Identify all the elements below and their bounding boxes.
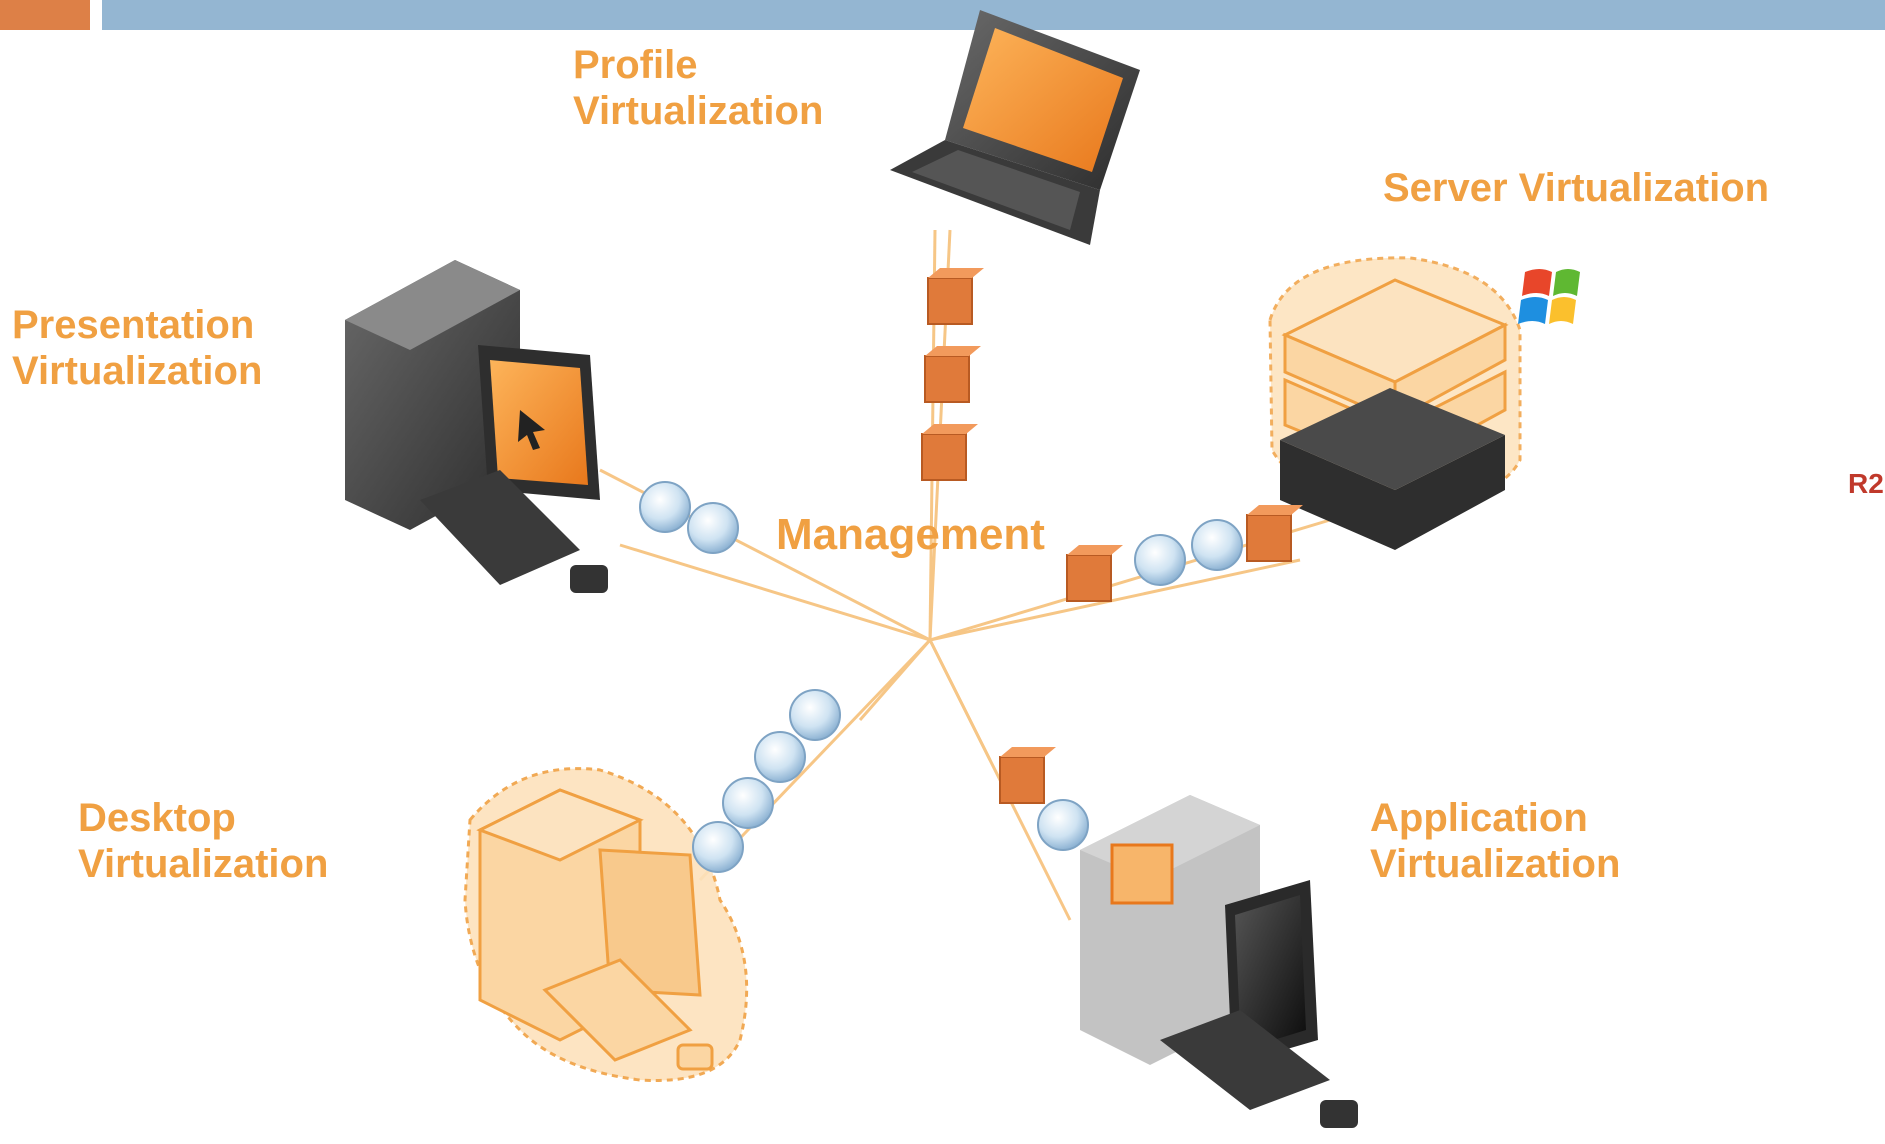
label-desktop-virtualization: Desktop Virtualization	[78, 796, 329, 886]
laptop-icon	[890, 10, 1140, 245]
header-bar	[0, 0, 1885, 30]
profile-data-cubes	[921, 268, 984, 481]
server-data-items	[1066, 505, 1303, 602]
application-data-items	[999, 747, 1089, 851]
label-application-virtualization: Application Virtualization	[1370, 796, 1621, 886]
header-gap	[90, 0, 102, 30]
header-accent-block	[0, 0, 90, 30]
label-server-virtualization: Server Virtualization	[1383, 166, 1770, 210]
server-icon	[1268, 256, 1522, 550]
desktop-virtual-computer-icon	[463, 767, 749, 1082]
label-management: Management	[776, 510, 1045, 559]
windows-logo-icon	[1518, 269, 1580, 324]
application-computer-icon	[1080, 795, 1358, 1128]
presentation-bubbles	[639, 481, 739, 554]
desktop-bubbles	[692, 689, 841, 873]
label-presentation-virtualization: Presentation Virtualization	[12, 303, 263, 393]
presentation-computer-icon	[345, 260, 608, 593]
label-profile-virtualization: Profile Virtualization	[573, 43, 824, 133]
label-r2: R2	[1848, 468, 1884, 499]
